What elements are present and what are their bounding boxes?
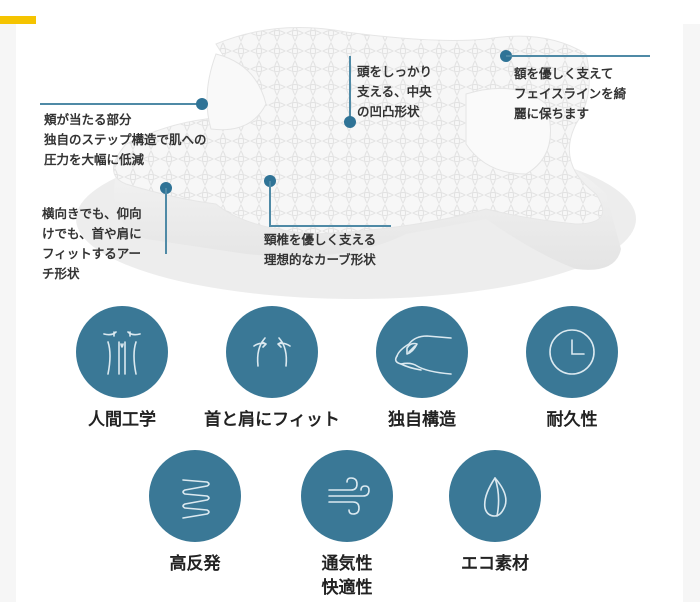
left-gutter bbox=[0, 24, 16, 602]
callout-dot bbox=[344, 116, 356, 128]
callout-line bbox=[506, 55, 650, 57]
feature-icon-circle bbox=[226, 306, 318, 398]
spine-icon bbox=[103, 331, 141, 375]
feature-icon-circle bbox=[149, 450, 241, 542]
feature-label: 通気性 快適性 bbox=[321, 554, 373, 598]
pillow-image bbox=[113, 27, 621, 270]
feature-icon-circle bbox=[301, 450, 393, 542]
feature-label: 高反発 bbox=[169, 554, 221, 574]
callout-cheek: 頬が当たる部分 独自のステップ構造で肌への 圧力を大幅に低減 bbox=[44, 112, 207, 167]
wind-icon bbox=[328, 477, 370, 515]
callout-line bbox=[269, 225, 391, 227]
product-hero: 頬が当たる部分 独自のステップ構造で肌への 圧力を大幅に低減 頭をしっかり 支え… bbox=[16, 24, 683, 300]
callout-head: 頭をしっかり 支える、中央 の凹凸形状 bbox=[357, 64, 433, 119]
clock-icon bbox=[549, 329, 595, 375]
feature-label: 首と肩にフィット bbox=[204, 410, 340, 430]
feature-label: 耐久性 bbox=[546, 410, 598, 430]
callout-line bbox=[165, 188, 167, 254]
callout-forehead: 額を優しく支えて フェイスラインを綺 麗に保ちます bbox=[514, 66, 627, 121]
callout-neck: 頸椎を優しく支える 理想的なカーブ形状 bbox=[264, 232, 377, 267]
feature-ergonomics: 人間工学 bbox=[47, 306, 197, 432]
feature-icon-circle bbox=[376, 306, 468, 398]
spring-icon bbox=[182, 479, 210, 519]
feature-breathability-comfort: 通気性 快適性 bbox=[272, 450, 422, 600]
feature-label: 独自構造 bbox=[388, 410, 456, 430]
feature-unique-structure: 独自構造 bbox=[347, 306, 497, 432]
accent-bar bbox=[0, 16, 36, 24]
feature-icon-circle bbox=[449, 450, 541, 542]
feature-icon-circle bbox=[76, 306, 168, 398]
callout-line bbox=[269, 181, 271, 227]
callout-line bbox=[349, 56, 351, 118]
right-gutter bbox=[683, 24, 700, 602]
callout-dot bbox=[196, 98, 208, 110]
feature-label: エコ素材 bbox=[461, 554, 529, 574]
feature-label: 人間工学 bbox=[88, 410, 156, 430]
shoulders-icon bbox=[253, 337, 291, 367]
feature-eco-material: エコ素材 bbox=[420, 450, 570, 576]
pillow-structure-icon bbox=[394, 335, 452, 375]
feature-high-resilience: 高反発 bbox=[120, 450, 270, 576]
feature-icon-circle bbox=[526, 306, 618, 398]
leaf-icon bbox=[483, 477, 507, 517]
feature-durability: 耐久性 bbox=[497, 306, 647, 432]
callout-side: 横向きでも、仰向 けでも、首や肩に フィットするアー チ形状 bbox=[42, 206, 142, 281]
callout-line bbox=[40, 103, 200, 105]
feature-neck-shoulder-fit: 首と肩にフィット bbox=[197, 306, 347, 432]
